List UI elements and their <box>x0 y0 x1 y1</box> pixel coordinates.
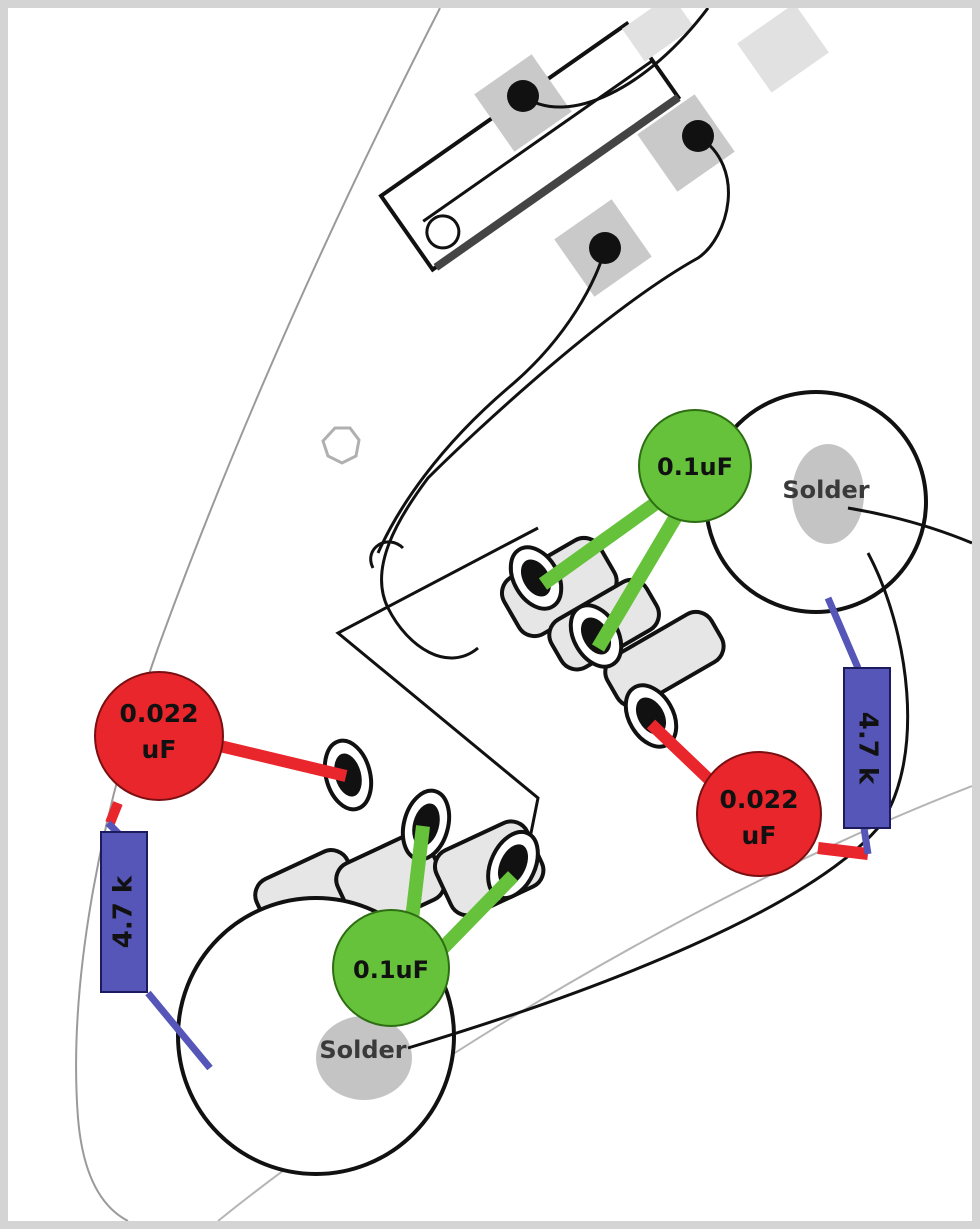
switch-hole-icon <box>425 214 461 250</box>
capacitor-small-upper: 0.1uF <box>638 409 752 523</box>
tone-pot-lower: Solder <box>176 552 910 1176</box>
pot-lug <box>322 738 374 812</box>
resistor-upper: 4.7 k <box>843 667 891 829</box>
screw-hole-icon <box>321 426 361 465</box>
capacitor-label: 0.022 <box>119 699 198 728</box>
pickup-switch <box>378 8 829 297</box>
resistor-lower: 4.7 k <box>100 831 148 993</box>
solder-label-lower: Solder <box>319 1036 406 1064</box>
capacitor-tone-upper: 0.022 uF <box>696 751 822 877</box>
diagram-frame: Solder Solder <box>8 8 972 1221</box>
wiring-diagram: Solder Solder <box>75 8 972 1221</box>
capacitor-label: 0.1uF <box>353 956 429 984</box>
resistor-label: 4.7 k <box>109 875 139 948</box>
capacitor-small-lower: 0.1uF <box>332 909 450 1027</box>
solder-pad-lower <box>316 1016 412 1100</box>
capacitor-unit: uF <box>142 735 177 764</box>
component-leads <box>105 492 872 1071</box>
ground-wire <box>335 526 540 849</box>
solder-label-upper: Solder <box>782 476 869 504</box>
capacitor-label: 0.022 <box>719 785 798 814</box>
solder-pad-upper <box>792 444 864 544</box>
capacitor-label: 0.1uF <box>657 453 733 481</box>
capacitor-tone-lower: 0.022 uF <box>94 671 224 801</box>
switch-lug <box>682 120 714 152</box>
capacitor-unit: uF <box>742 821 777 850</box>
switch-wires <box>369 8 730 660</box>
resistor-label: 4.7 k <box>853 712 883 785</box>
